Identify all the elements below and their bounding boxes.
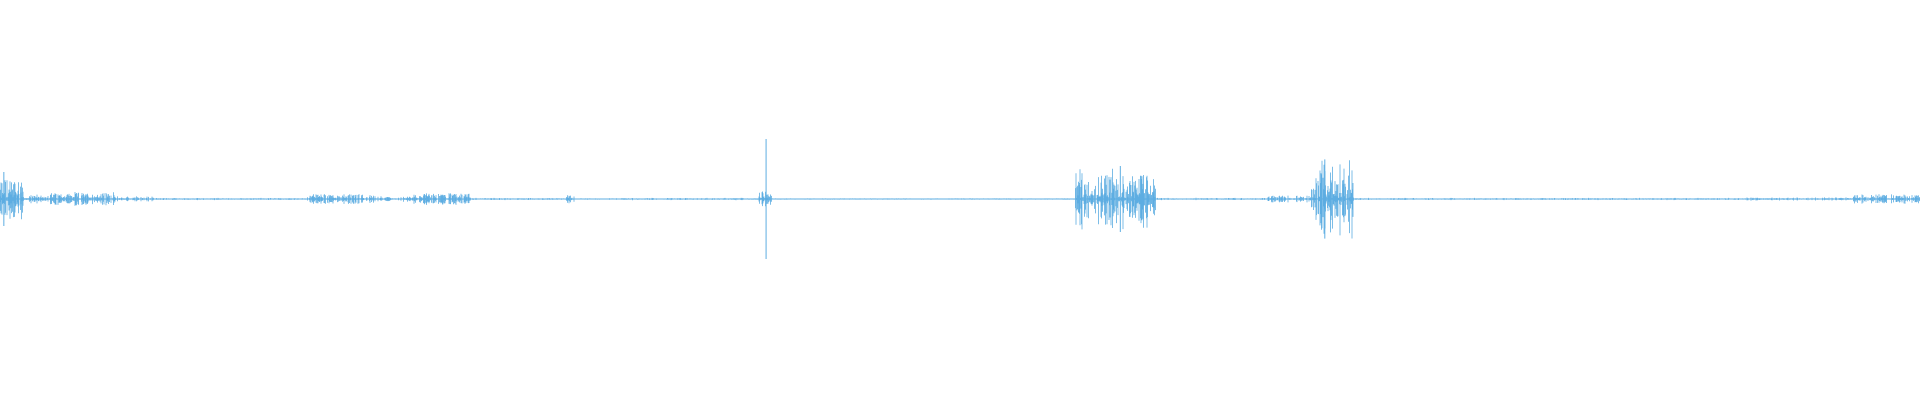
- waveform-peaks: [0, 139, 1920, 259]
- waveform-peak-path: [0, 160, 1920, 239]
